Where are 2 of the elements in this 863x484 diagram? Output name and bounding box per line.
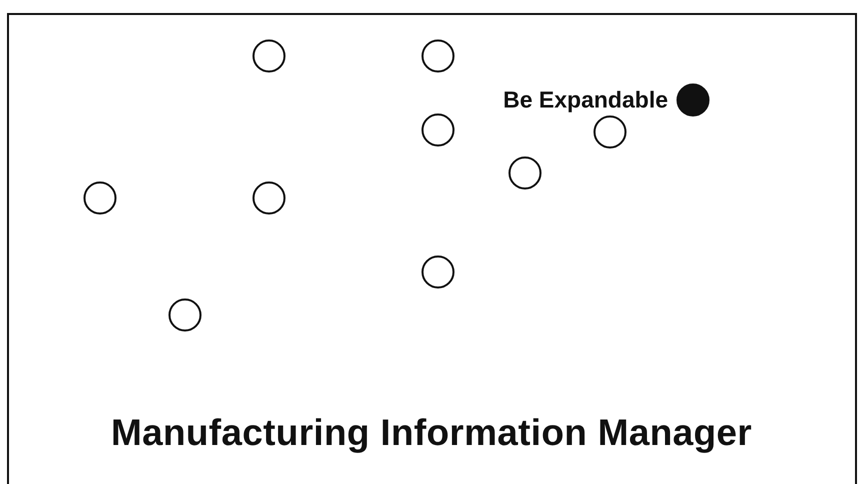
diagram-title: Manufacturing Information Manager	[110, 412, 753, 454]
node-caption: Be Expandable	[503, 86, 668, 114]
